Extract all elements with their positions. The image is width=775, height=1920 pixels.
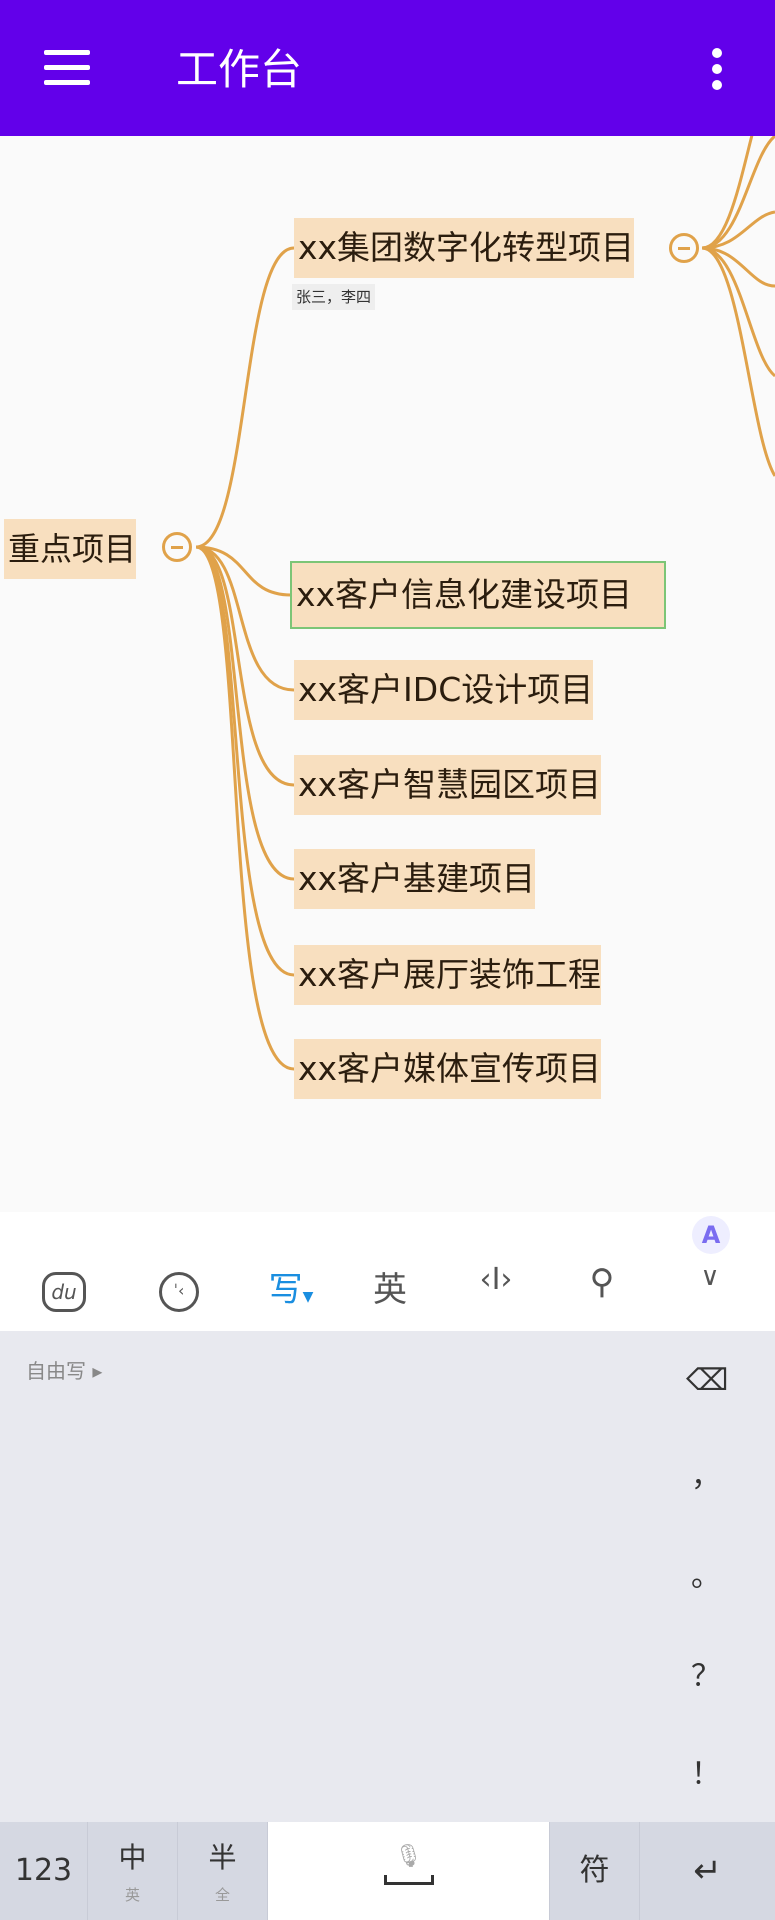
connector <box>195 545 295 787</box>
more-vert-icon[interactable] <box>712 48 724 96</box>
connector <box>701 136 775 250</box>
key-half-label: 半 <box>208 1841 237 1874</box>
cursor-icon[interactable]: ‹I› <box>479 1262 513 1297</box>
key-123[interactable]: 123 <box>0 1822 88 1920</box>
connector <box>195 545 295 881</box>
keyboard-toolbar: A du ˈ‹ 写▼ 英 ‹I› ⚲ ∨ <box>0 1212 775 1331</box>
mindmap-node-selected[interactable]: xx客户信息化建设项目 <box>290 561 666 629</box>
key-question[interactable]: ？ <box>691 1659 721 1694</box>
connector <box>701 136 754 250</box>
node-note: 张三，李四 <box>292 284 376 310</box>
connector <box>701 246 775 288</box>
key-full-label: 全 <box>214 1886 230 1904</box>
connector <box>195 246 295 549</box>
hamburger-icon[interactable] <box>44 50 90 86</box>
mindmap-node[interactable]: xx客户基建项目 <box>294 849 536 909</box>
enter-icon[interactable]: ↵ <box>640 1822 775 1920</box>
key-zh-label: 中 <box>118 1841 147 1874</box>
mindmap-node[interactable]: xx客户IDC设计项目 <box>294 660 594 720</box>
key-exclamation[interactable]: ！ <box>691 1757 721 1792</box>
space-key[interactable]: 🎙 <box>268 1822 550 1920</box>
write-mode-icon[interactable]: 写▼ <box>268 1270 314 1310</box>
mindmap-connectors <box>195 136 775 1071</box>
connector <box>701 246 775 477</box>
root-node[interactable]: 重点项目 <box>4 519 137 579</box>
mindmap-node[interactable]: xx集团数字化转型项目 <box>294 218 635 278</box>
backspace-icon[interactable]: ⌫ <box>686 1363 729 1398</box>
mindmap-node[interactable]: xx客户展厅装饰工程 <box>294 945 602 1005</box>
key-symbol[interactable]: 符 <box>550 1822 640 1920</box>
connector <box>701 246 775 378</box>
keyboard-handwriting-area[interactable]: 自由写 ▸ ⌫ ， 。 ？ ！ 123 中英 半全 🎙 符 ↵ <box>0 1331 775 1920</box>
key-half-full[interactable]: 半全 <box>178 1822 268 1920</box>
app-bar: 工作台 <box>0 0 775 136</box>
collapse-toggle-icon[interactable] <box>669 233 699 263</box>
collapse-chevron-icon[interactable]: ∨ <box>700 1262 720 1292</box>
emoji-face-icon[interactable]: ˈ‹ <box>159 1272 199 1312</box>
space-icon <box>383 1875 434 1885</box>
mindmap-canvas[interactable]: 重点项目 xx集团数字化转型项目 张三，李四 xx客户信息化建设项目 xx客户I… <box>0 136 775 1212</box>
collapse-toggle-icon[interactable] <box>162 532 192 562</box>
connector <box>195 545 292 597</box>
page-title: 工作台 <box>176 45 303 94</box>
key-zh-en[interactable]: 中英 <box>88 1822 178 1920</box>
key-en-label: 英 <box>124 1886 140 1904</box>
search-icon[interactable]: ⚲ <box>589 1262 615 1302</box>
connector <box>701 210 775 250</box>
free-write-label[interactable]: 自由写 ▸ <box>26 1359 103 1383</box>
connector <box>195 545 295 692</box>
key-comma[interactable]: ， <box>691 1459 721 1494</box>
microphone-icon: 🎙 <box>394 1844 423 1869</box>
du-bear-icon[interactable]: du <box>42 1272 86 1312</box>
mindmap-node[interactable]: xx客户媒体宣传项目 <box>294 1039 602 1099</box>
key-period[interactable]: 。 <box>691 1559 721 1594</box>
mindmap-node[interactable]: xx客户智慧园区项目 <box>294 755 602 815</box>
ai-assistant-icon[interactable]: A <box>692 1216 730 1254</box>
english-icon[interactable]: 英 <box>373 1270 407 1310</box>
connector <box>195 545 295 1071</box>
